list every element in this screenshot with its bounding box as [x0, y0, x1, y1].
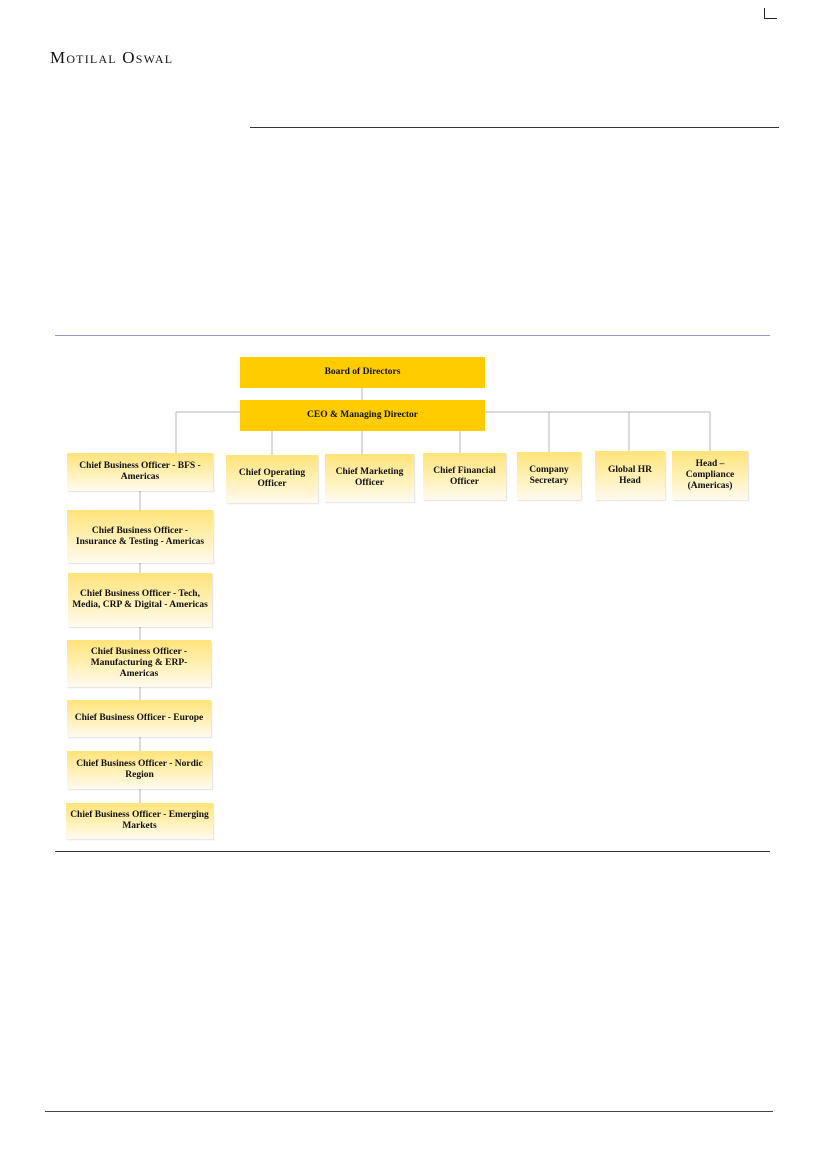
- board-of-directors-label: Board of Directors: [324, 367, 401, 377]
- cbo-tech-media-box: Chief Business Officer - Tech, Media, CR…: [68, 573, 212, 627]
- cbo-nordic-label: Chief Business Officer - Nordic Region: [76, 759, 203, 780]
- head-compliance-box: Head – Compliance (Americas): [672, 451, 748, 500]
- coo-label: Chief Operating Officer: [238, 468, 306, 489]
- ceo-label: CEO & Managing Director: [307, 410, 418, 420]
- board-of-directors-box: Board of Directors: [240, 357, 485, 388]
- cbo-insurance-testing-label: Chief Business Officer - Insurance & Tes…: [75, 525, 205, 547]
- ceo-box: CEO & Managing Director: [240, 400, 485, 431]
- cfo-box: Chief Financial Officer: [423, 453, 506, 500]
- company-secretary-box: Company Secretary: [517, 452, 581, 500]
- cbo-bfs-americas-label: Chief Business Officer - BFS - Americas: [79, 461, 201, 482]
- header-rule: [250, 127, 779, 128]
- coo-box: Chief Operating Officer: [226, 455, 318, 503]
- cbo-tech-media-label: Chief Business Officer - Tech, Media, CR…: [72, 589, 208, 610]
- cbo-manufacturing-erp-label: Chief Business Officer - Manufacturing &…: [90, 647, 188, 679]
- corner-mark: [764, 8, 777, 19]
- cbo-emerging-markets-label: Chief Business Officer - Emerging Market…: [70, 810, 209, 831]
- brand-logo: Motilal Oswal: [50, 48, 174, 67]
- footer-rule: [45, 1111, 773, 1112]
- cmo-label: Chief Marketing Officer: [335, 467, 404, 488]
- exhibit-top-rule: [55, 335, 770, 336]
- cfo-label: Chief Financial Officer: [433, 465, 496, 487]
- cbo-emerging-markets-box: Chief Business Officer - Emerging Market…: [66, 803, 213, 839]
- cbo-nordic-box: Chief Business Officer - Nordic Region: [67, 751, 212, 789]
- cbo-bfs-americas-box: Chief Business Officer - BFS - Americas: [67, 453, 213, 491]
- global-hr-head-box: Global HR Head: [595, 451, 665, 500]
- cmo-box: Chief Marketing Officer: [325, 454, 414, 502]
- exhibit-bottom-rule: [55, 851, 770, 852]
- company-secretary-label: Company Secretary: [529, 465, 569, 486]
- head-compliance-label: Head – Compliance (Americas): [685, 459, 735, 491]
- global-hr-head-label: Global HR Head: [607, 464, 653, 486]
- cbo-europe-label: Chief Business Officer - Europe: [74, 713, 204, 723]
- cbo-insurance-testing-box: Chief Business Officer - Insurance & Tes…: [67, 510, 213, 563]
- cbo-europe-box: Chief Business Officer - Europe: [67, 700, 211, 737]
- cbo-manufacturing-erp-box: Chief Business Officer - Manufacturing &…: [67, 640, 211, 687]
